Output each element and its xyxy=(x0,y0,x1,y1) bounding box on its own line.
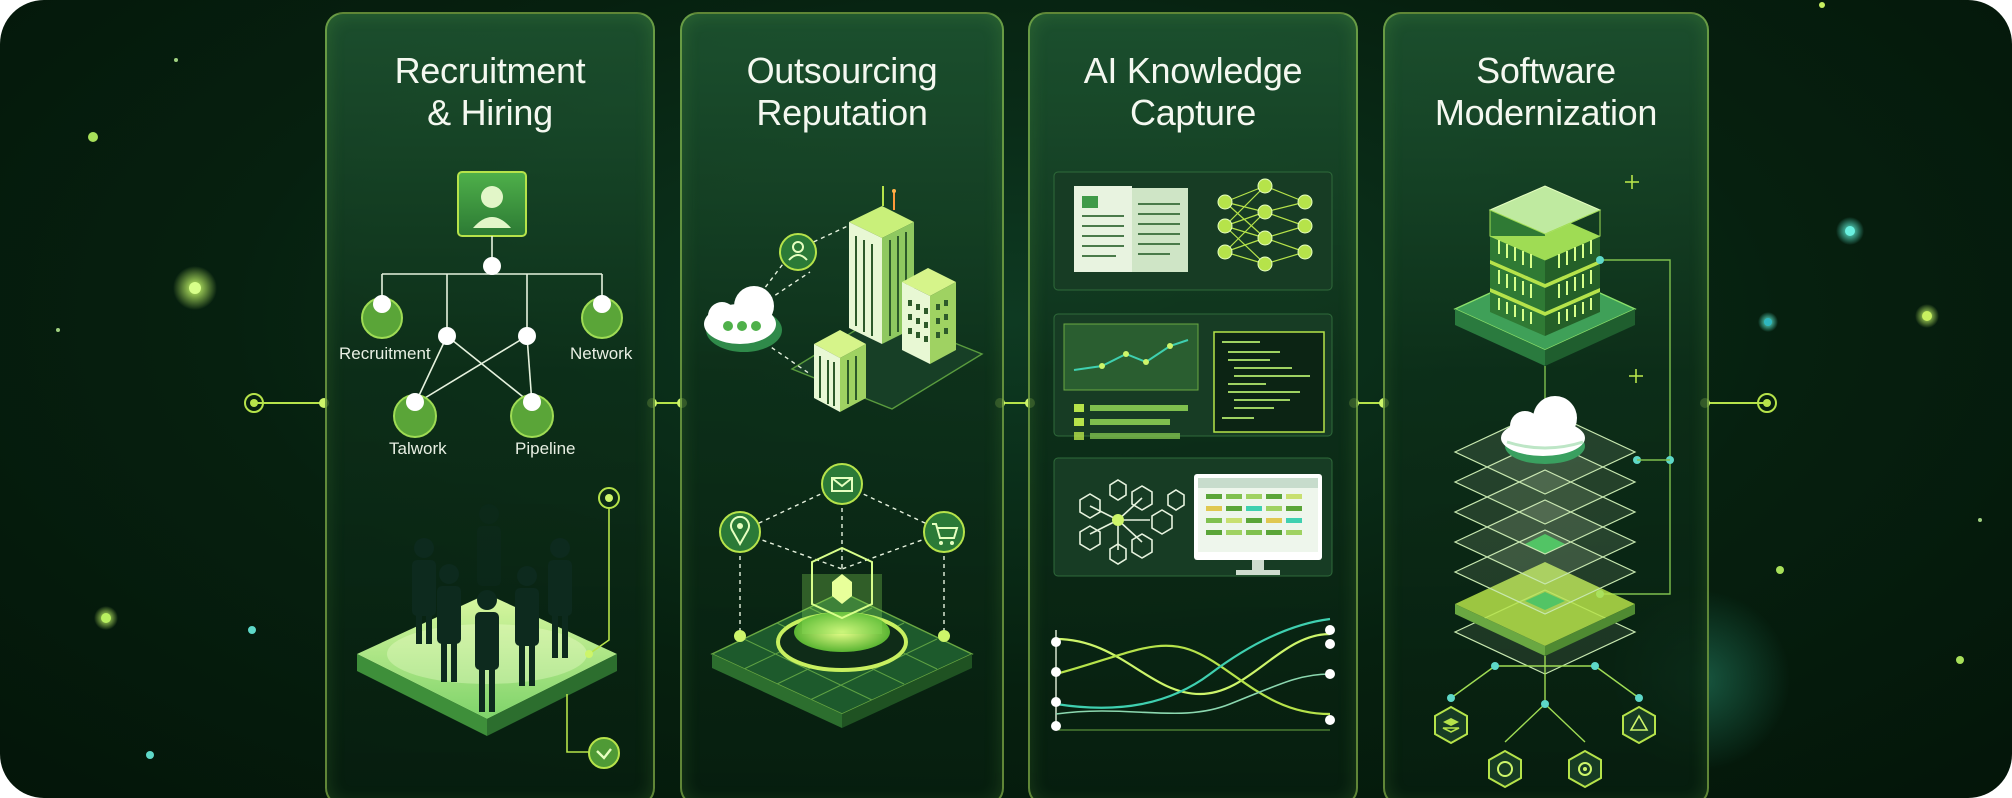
glow-dot xyxy=(189,282,201,294)
glow-dot xyxy=(1978,518,1982,522)
alert-icon xyxy=(1622,705,1656,745)
team-people-icon xyxy=(412,504,572,712)
panel-title: AI Knowledge Capture xyxy=(1030,50,1356,134)
wave-chart-icon xyxy=(1051,617,1335,731)
label-talwork: Talwork xyxy=(389,439,447,458)
code-editor-icon xyxy=(1213,331,1325,433)
glow-dot xyxy=(1776,566,1784,574)
title-line-1: Software xyxy=(1476,50,1616,91)
cart-icon xyxy=(923,511,965,553)
glow-dot xyxy=(101,613,111,623)
panel-recruitment-hiring: Recruitment & Hiring xyxy=(325,12,655,798)
glow-dot xyxy=(88,132,98,142)
recruitment-illustration xyxy=(357,171,623,769)
title-line-1: AI Knowledge xyxy=(1083,50,1303,91)
title-line-1: Recruitment xyxy=(394,50,586,91)
panel-title: Recruitment & Hiring xyxy=(327,50,653,134)
outsourcing-illustration xyxy=(704,186,984,728)
glow-dot xyxy=(56,328,60,332)
glow-dot xyxy=(1764,318,1772,326)
panel-title: Outsourcing Reputation xyxy=(682,50,1002,134)
mail-icon xyxy=(821,463,863,505)
panel-title: Software Modernization xyxy=(1385,50,1707,134)
glow-dot xyxy=(1819,2,1825,8)
tree-node xyxy=(483,257,501,275)
server-stack-icon xyxy=(1453,185,1637,366)
building-icon xyxy=(814,330,866,412)
title-line-1: Outsourcing xyxy=(746,50,938,91)
ai-knowledge-illustration xyxy=(1051,171,1335,731)
title-line-2: & Hiring xyxy=(427,92,553,133)
document-icon xyxy=(1074,186,1188,272)
cloud-icon xyxy=(1501,396,1585,464)
location-pin-icon xyxy=(719,511,761,553)
check-icon xyxy=(588,737,620,769)
target-icon xyxy=(1488,749,1522,789)
tree-node xyxy=(438,327,456,345)
title-line-2: Reputation xyxy=(756,92,928,133)
cloud-icon xyxy=(704,286,782,352)
tree-node xyxy=(518,327,536,345)
title-line-2: Capture xyxy=(1130,92,1256,133)
shield-icon xyxy=(811,546,873,620)
monitor-icon xyxy=(1194,474,1322,575)
glow-dot xyxy=(1922,311,1932,321)
glow-dot xyxy=(248,626,256,634)
panel-software-modernization: Software Modernization xyxy=(1383,12,1709,798)
label-recruitment: Recruitment xyxy=(339,344,431,363)
modernization-illustration xyxy=(1434,175,1674,789)
building-icon xyxy=(849,186,914,344)
label-network: Network xyxy=(570,344,633,363)
panel-outsourcing-reputation: Outsourcing Reputation xyxy=(680,12,1004,798)
label-pipeline: Pipeline xyxy=(515,439,576,458)
glow-dot xyxy=(1956,656,1964,664)
glow-dot xyxy=(174,58,178,62)
title-line-2: Modernization xyxy=(1434,92,1658,133)
glow-dot xyxy=(1845,226,1855,236)
building-icon xyxy=(902,268,956,364)
glow-dot xyxy=(146,751,154,759)
panel-ai-knowledge-capture: AI Knowledge Capture xyxy=(1028,12,1358,798)
